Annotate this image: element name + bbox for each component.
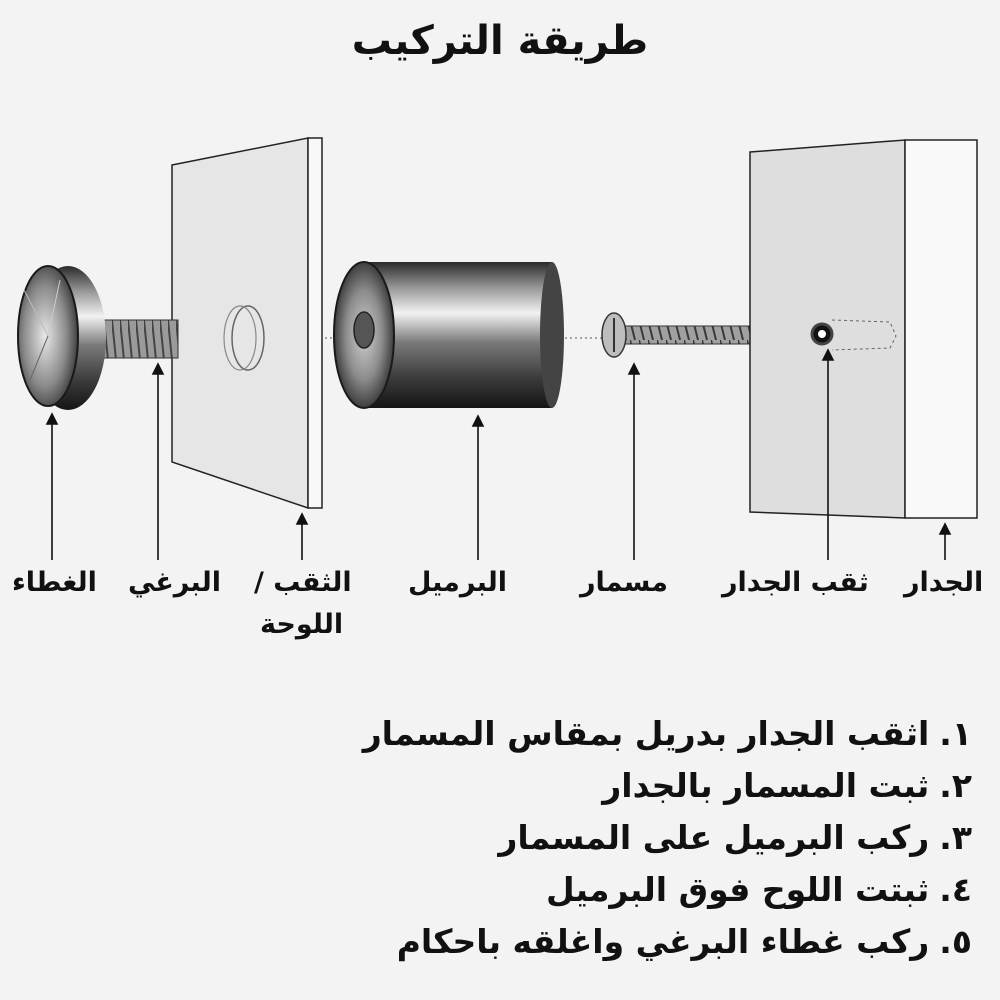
barrel bbox=[333, 261, 564, 409]
pointer-arrows bbox=[45, 348, 952, 560]
step-text: اثقب الجدار بدريل بمقاس المسمار bbox=[362, 714, 930, 753]
step-text: ثبت المسمار بالجدار bbox=[602, 766, 930, 805]
label-screw: البرغي bbox=[128, 567, 221, 598]
panel-hole bbox=[231, 305, 265, 371]
step-item: ٤. ثبتت اللوح فوق البرميل bbox=[363, 864, 972, 916]
step-item: ٥. ركب غطاء البرغي واغلقه باحكام bbox=[363, 916, 972, 968]
step-text: ثبتت اللوح فوق البرميل bbox=[546, 870, 930, 909]
step-item: ١. اثقب الجدار بدريل بمقاس المسمار bbox=[363, 708, 972, 760]
label-barrel: البرميل bbox=[408, 567, 508, 598]
wall bbox=[749, 139, 978, 519]
step-text: ركب غطاء البرغي واغلقه باحكام bbox=[396, 922, 930, 961]
step-text: ركب البرميل على المسمار bbox=[498, 818, 930, 857]
glass-panel bbox=[171, 137, 323, 510]
step-number: ٣. bbox=[939, 818, 972, 857]
label-wall: الجدار bbox=[904, 567, 984, 598]
step-item: ٢. ثبت المسمار بالجدار bbox=[363, 760, 972, 812]
label-wall-hole: ثقب الجدار bbox=[722, 567, 869, 598]
step-item: ٣. ركب البرميل على المسمار bbox=[363, 812, 972, 864]
step-number: ٢. bbox=[939, 766, 972, 805]
label-cap: الغطاء bbox=[12, 567, 97, 598]
step-number: ٤. bbox=[939, 870, 972, 909]
label-panel-hole-line2: اللوحة bbox=[260, 609, 344, 640]
page-title: طريقة التركيب bbox=[351, 18, 649, 64]
label-nail: مسمار bbox=[580, 567, 668, 598]
step-number: ١. bbox=[939, 714, 972, 753]
installation-steps: ١. اثقب الجدار بدريل بمقاس المسمار ٢. ثب… bbox=[363, 708, 972, 968]
label-panel-hole-line1: الثقب / bbox=[254, 567, 352, 598]
step-number: ٥. bbox=[939, 922, 972, 961]
screw bbox=[99, 319, 179, 359]
cap bbox=[17, 265, 179, 410]
